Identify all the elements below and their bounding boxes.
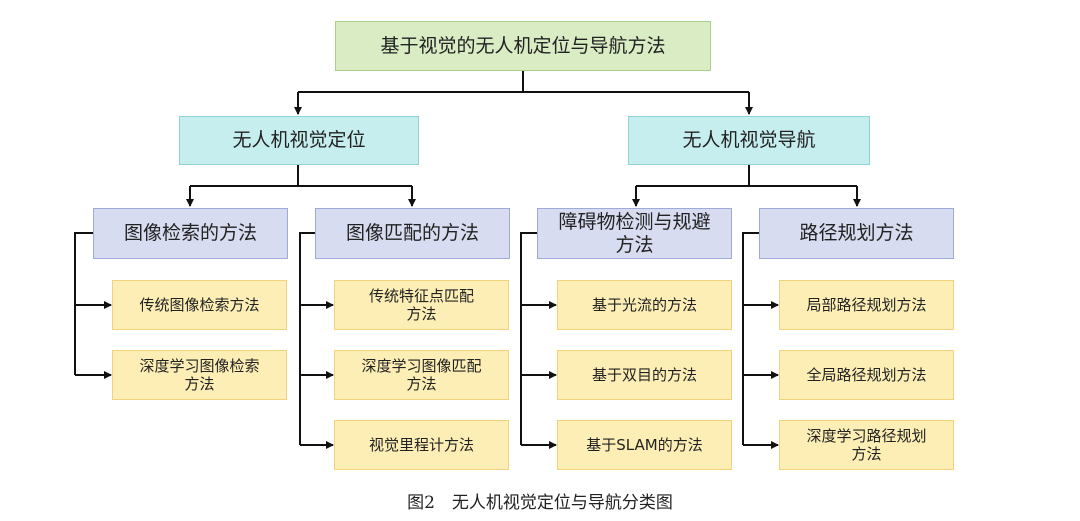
branch-node-positioning: 无人机视觉定位 — [179, 116, 419, 165]
group-node-image-retrieval: 图像检索的方法 — [93, 208, 288, 259]
leaf-node: 基于双目的方法 — [557, 350, 732, 400]
branch-label: 无人机视觉导航 — [682, 129, 816, 152]
root-node: 基于视觉的无人机定位与导航方法 — [335, 21, 711, 71]
leaf-label: 局部路径规划方法 — [806, 296, 927, 314]
leaf-label: 传统图像检索方法 — [139, 296, 260, 314]
leaf-label: 基于光流的方法 — [591, 296, 697, 314]
connector-group-spine-2 — [520, 232, 537, 445]
group-label: 图像检索的方法 — [123, 222, 257, 245]
leaf-label: 基于SLAM的方法 — [586, 436, 703, 454]
leaf-node: 传统图像检索方法 — [112, 280, 287, 330]
leaf-label: 传统特征点匹配 方法 — [368, 287, 474, 323]
connector-group-spine-1 — [299, 232, 315, 445]
branch-node-navigation: 无人机视觉导航 — [628, 116, 870, 165]
group-node-path-planning: 路径规划方法 — [759, 208, 954, 259]
branch-label: 无人机视觉定位 — [232, 129, 366, 152]
leaf-node: 全局路径规划方法 — [779, 350, 954, 400]
leaf-node: 基于SLAM的方法 — [557, 420, 732, 470]
leaf-label: 全局路径规划方法 — [806, 366, 927, 384]
connector-group-spine-0 — [74, 232, 93, 375]
leaf-node: 深度学习图像匹配 方法 — [334, 350, 509, 400]
leaf-label: 视觉里程计方法 — [368, 436, 474, 454]
leaf-label: 深度学习路径规划 方法 — [806, 427, 927, 463]
leaf-label: 深度学习图像检索 方法 — [139, 357, 260, 393]
leaf-node: 局部路径规划方法 — [779, 280, 954, 330]
group-label: 路径规划方法 — [799, 222, 914, 245]
connector-group-spine-3 — [742, 232, 759, 445]
leaf-node: 深度学习图像检索 方法 — [112, 350, 287, 400]
leaf-node: 传统特征点匹配 方法 — [334, 280, 509, 330]
leaf-node: 深度学习路径规划 方法 — [779, 420, 954, 470]
leaf-node: 视觉里程计方法 — [334, 420, 509, 470]
root-node-label: 基于视觉的无人机定位与导航方法 — [380, 34, 666, 57]
leaf-label: 深度学习图像匹配 方法 — [361, 357, 482, 393]
group-node-obstacle-avoidance: 障碍物检测与规避 方法 — [537, 208, 732, 259]
leaf-label: 基于双目的方法 — [591, 366, 697, 384]
group-label: 障碍物检测与规避 方法 — [558, 210, 711, 256]
leaf-node: 基于光流的方法 — [557, 280, 732, 330]
figure-caption: 图2 无人机视觉定位与导航分类图 — [407, 493, 673, 513]
group-label: 图像匹配的方法 — [345, 222, 479, 245]
group-node-image-matching: 图像匹配的方法 — [315, 208, 510, 259]
